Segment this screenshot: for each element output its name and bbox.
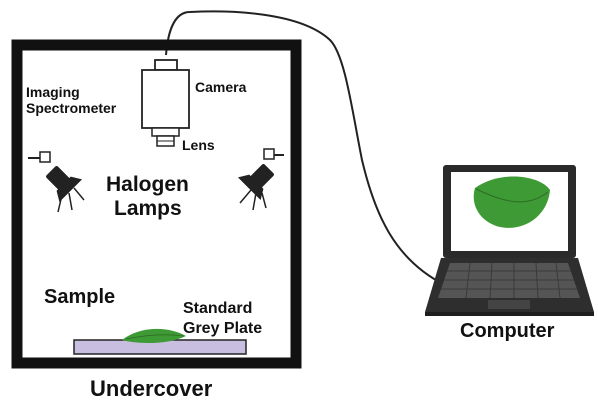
screen-leaf-icon xyxy=(473,176,550,228)
halogen-label-line1: Halogen xyxy=(106,173,189,196)
computer-label: Computer xyxy=(460,320,555,342)
keyboard-keys xyxy=(441,262,577,299)
camera-cable xyxy=(165,10,446,286)
lens-icon xyxy=(156,135,175,147)
camera-icon xyxy=(141,59,190,137)
undercover-label: Undercover xyxy=(90,376,213,401)
halogen-label-line2: Lamps xyxy=(114,197,182,220)
halogen-lamp-icon xyxy=(237,148,284,211)
imaging-label-line2: Spectrometer xyxy=(26,100,117,116)
lens-label: Lens xyxy=(182,137,215,153)
grey-plate-label-line2: Grey Plate xyxy=(183,320,262,337)
undercover-frame xyxy=(11,39,302,369)
imaging-label-line1: Imaging xyxy=(26,84,80,100)
halogen-lamp-icon xyxy=(28,151,85,213)
sample-label: Sample xyxy=(44,286,115,308)
camera-label: Camera xyxy=(195,79,247,95)
grey-plate-label-line1: Standard xyxy=(183,300,252,317)
leaf-icon xyxy=(122,328,186,344)
